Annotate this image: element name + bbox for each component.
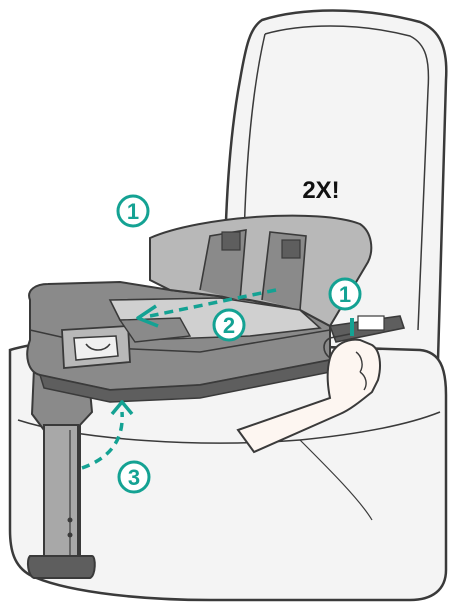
step-badge-2: 2	[212, 308, 246, 342]
step-badge-3: 3	[117, 460, 151, 494]
push-arrow	[136, 288, 277, 328]
svg-text:1: 1	[339, 282, 351, 307]
hand	[236, 333, 381, 454]
step-badge-1-top: 1	[116, 194, 150, 228]
svg-text:1: 1	[127, 199, 139, 224]
step-badge-1-right: 1	[328, 277, 362, 311]
fold-leg-arrow	[81, 400, 134, 470]
repeat-note: 2X!	[302, 177, 339, 204]
svg-text:2: 2	[223, 313, 235, 338]
svg-text:3: 3	[128, 465, 140, 490]
